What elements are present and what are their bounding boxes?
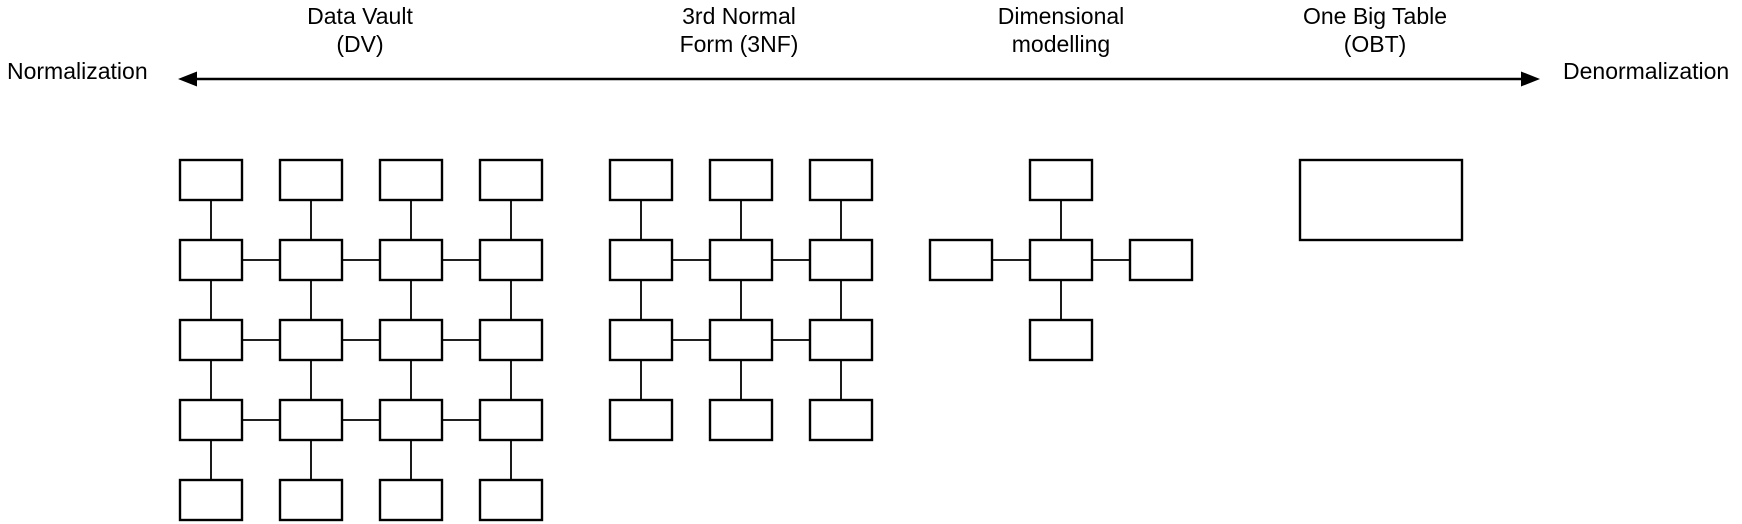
third-normal-form-label-line2: Form (3NF) <box>679 31 799 57</box>
dimensional-modelling-label-line1: Dimensional <box>997 3 1125 29</box>
data-vault-schema-table-box <box>178 238 244 282</box>
third-normal-form-schema-table-box <box>608 238 674 282</box>
third-normal-form-schema-table-box <box>808 318 874 362</box>
third-normal-form-schema-table-box <box>808 398 874 442</box>
data-vault-schema-table-box <box>278 158 344 202</box>
third-normal-form-schema-table-box <box>708 398 774 442</box>
third-normal-form-schema-table-box <box>608 318 674 362</box>
data-vault-label: Data Vault (DV) <box>307 2 413 58</box>
data-vault-schema-table-box <box>178 318 244 362</box>
denormalization-label: Denormalization <box>1563 58 1730 84</box>
third-normal-form-label-line1: 3rd Normal <box>682 3 796 29</box>
dimensional-modelling-label-line2: modelling <box>1011 31 1111 57</box>
one-big-table-label-line1: One Big Table <box>1302 3 1448 29</box>
one-big-table-schema-table-box <box>1298 158 1464 242</box>
third-normal-form-schema-table-box <box>708 158 774 202</box>
data-vault-schema-table-box <box>478 318 544 362</box>
one-big-table-schema <box>1298 158 1464 242</box>
one-big-table-label-line2: (OBT) <box>1343 31 1407 57</box>
normalization-label: Normalization <box>7 58 148 84</box>
data-vault-schema-table-box <box>378 318 444 362</box>
third-normal-form-schema <box>608 158 874 442</box>
data-vault-schema <box>178 158 544 522</box>
data-vault-schema-table-box <box>478 398 544 442</box>
data-vault-schema-table-box <box>278 398 344 442</box>
data-vault-schema-table-box <box>178 398 244 442</box>
data-vault-schema-table-box <box>278 238 344 282</box>
third-normal-form-label: 3rd Normal Form (3NF) <box>680 2 799 58</box>
dimensional-star-schema-table-box <box>1028 238 1094 282</box>
data-vault-schema-table-box <box>378 158 444 202</box>
data-vault-schema-table-box <box>378 398 444 442</box>
normalization-axis-arrow <box>178 71 1540 87</box>
data-vault-schema-table-box <box>178 478 244 522</box>
dimensional-star-schema <box>928 158 1194 362</box>
dimensional-modelling-label: Dimensional modelling <box>998 2 1125 58</box>
data-vault-schema-table-box <box>378 238 444 282</box>
data-vault-schema-table-box <box>278 478 344 522</box>
third-normal-form-schema-table-box <box>708 318 774 362</box>
one-big-table-label: One Big Table (OBT) <box>1303 2 1447 58</box>
dimensional-star-schema-table-box <box>1028 158 1094 202</box>
third-normal-form-schema-table-box <box>608 158 674 202</box>
data-vault-schema-table-box <box>478 478 544 522</box>
data-vault-schema-table-box <box>178 158 244 202</box>
dimensional-star-schema-table-box <box>1128 238 1194 282</box>
data-vault-schema-table-box <box>478 158 544 202</box>
third-normal-form-schema-table-box <box>808 238 874 282</box>
dimensional-star-schema-table-box <box>928 238 994 282</box>
data-vault-label-line1: Data Vault <box>307 3 413 29</box>
data-vault-label-line2: (DV) <box>336 31 384 57</box>
third-normal-form-schema-table-box <box>608 398 674 442</box>
axis-arrowhead-right-icon <box>1521 71 1540 87</box>
dimensional-star-schema-table-box <box>1028 318 1094 362</box>
data-vault-schema-table-box <box>378 478 444 522</box>
data-vault-schema-table-box <box>478 238 544 282</box>
data-vault-schema-table-box <box>278 318 344 362</box>
third-normal-form-schema-table-box <box>708 238 774 282</box>
axis-arrowhead-left-icon <box>178 71 197 87</box>
third-normal-form-schema-table-box <box>808 158 874 202</box>
